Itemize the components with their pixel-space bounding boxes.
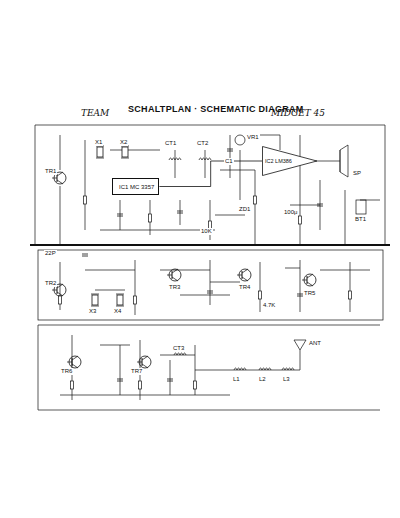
part-label: 10K xyxy=(200,228,213,235)
part-label: TR2 xyxy=(44,280,57,287)
ic-label: IC1 MC 3357 xyxy=(119,184,152,191)
part-label: TR6 xyxy=(60,368,73,375)
part-label: SP xyxy=(352,170,362,177)
part-label: C1 xyxy=(224,158,234,165)
part-label: CT2 xyxy=(196,140,209,147)
part-label: X1 xyxy=(94,139,103,146)
part-label: CT3 xyxy=(172,345,185,352)
signal-wire xyxy=(159,161,262,187)
part-label: X4 xyxy=(113,308,122,315)
part-label: TR3 xyxy=(168,284,181,291)
handwritten-note: MIDGET 45 xyxy=(270,110,326,117)
part-label: L3 xyxy=(282,376,291,383)
ic-label: IC2 LM386 xyxy=(265,158,317,165)
part-label: L1 xyxy=(232,376,241,383)
part-label: 22P xyxy=(44,250,57,257)
part-label: BT1 xyxy=(354,216,367,223)
part-label: X2 xyxy=(119,139,128,146)
part-label: L2 xyxy=(258,376,267,383)
part-label: TR7 xyxy=(130,368,143,375)
part-label: 4.7K xyxy=(262,302,276,309)
part-label: X3 xyxy=(88,308,97,315)
part-label: ZD1 xyxy=(238,206,251,213)
part-label: 100μ xyxy=(283,209,298,216)
part-label: ANT xyxy=(308,340,322,347)
handwritten-note: TEAM xyxy=(80,110,110,117)
ic-box: IC1 MC 3357 xyxy=(112,178,159,195)
part-label: TR5 xyxy=(303,290,316,297)
part-label: TR4 xyxy=(238,284,251,291)
amplifier-triangle: IC2 LM386 xyxy=(262,146,317,176)
part-label: CT1 xyxy=(164,140,177,147)
part-label: TR1 xyxy=(44,168,57,175)
part-label: VR1 xyxy=(246,134,260,141)
